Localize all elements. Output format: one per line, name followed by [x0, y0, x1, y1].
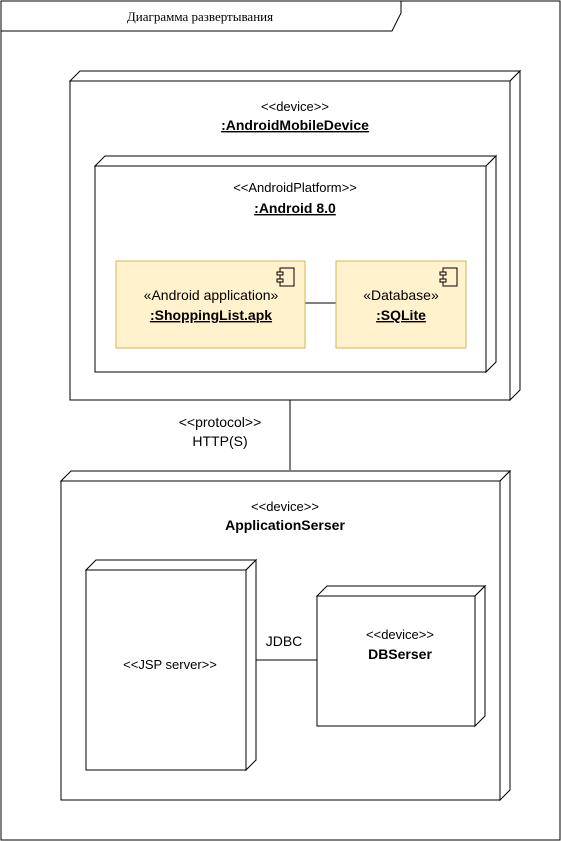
protocol-link: <<protocol>> HTTP(S)	[179, 400, 291, 470]
app-server-stereotype: <<device>>	[251, 499, 319, 514]
db-server-stereotype: <<device>>	[366, 627, 434, 642]
db-server-name: DBSerser	[368, 646, 432, 662]
db-server-node[interactable]: <<device>> DBSerser	[315, 584, 487, 728]
android-platform-name: :Android 8.0	[254, 200, 336, 216]
jsp-server-label: <<JSP server>>	[123, 657, 217, 672]
sqlite-stereotype: «Database»	[363, 287, 439, 303]
component-icon	[276, 267, 295, 287]
sqlite-name: :SQLite	[376, 307, 426, 323]
android-device-stereotype: <<device>>	[261, 99, 329, 114]
jsp-server-node[interactable]: <<JSP server>>	[84, 558, 258, 772]
protocol-stereotype: <<protocol>>	[179, 414, 262, 430]
shopping-list-stereotype: «Android application»	[144, 287, 279, 303]
frame-title: Диаграмма развертывания	[127, 9, 273, 24]
component-icon	[439, 267, 458, 287]
protocol-label: HTTP(S)	[192, 433, 247, 449]
jdbc-label: JDBC	[266, 633, 303, 649]
app-server-name: ApplicationSerser	[225, 517, 345, 533]
android-platform-stereotype: <<AndroidPlatform>>	[233, 180, 357, 195]
frame-title-tab	[1, 1, 402, 32]
android-device-name: :AndroidMobileDevice	[221, 117, 369, 133]
shopping-list-component[interactable]: «Android application» :ShoppingList.apk	[115, 260, 306, 349]
shopping-list-name: :ShoppingList.apk	[150, 307, 272, 323]
jdbc-link: JDBC	[256, 633, 317, 661]
sqlite-component[interactable]: «Database» :SQLite	[335, 260, 467, 349]
